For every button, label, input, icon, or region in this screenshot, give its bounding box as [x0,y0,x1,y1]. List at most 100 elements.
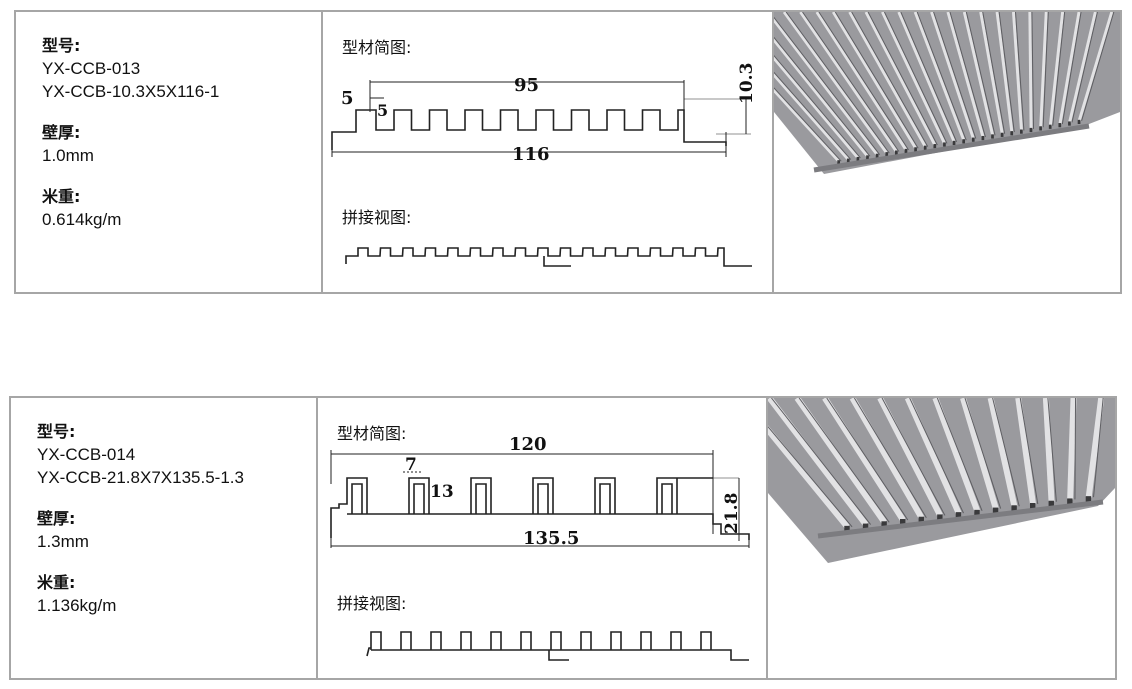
panel-rib [794,398,887,525]
product-table-2: 型号: YX-CCB-014 YX-CCB-21.8X7X135.5-1.3 壁… [9,396,1117,680]
panel-rib-shadow [1042,12,1049,128]
panel-rib-shadow [1074,398,1077,500]
profile-drawing-2: 120 7 13 135.5 21.8 [330,434,750,661]
panel-rib [799,12,898,153]
panel-rib [1058,12,1081,125]
panel-rib [1012,12,1023,131]
panel-rib-shadow [785,12,890,154]
splice-caption: 拼接视图: [337,594,407,613]
panel-rib [831,12,918,150]
panel-rib-shadow [834,12,919,149]
panel-rib-shadow [900,12,958,143]
panel-rib [822,398,906,522]
panel-rib-end [914,147,917,152]
panel-rib [774,37,869,158]
panel-rib [979,12,1004,134]
panel-rib-shadow [965,12,996,136]
weight-value: 1.136kg/m [37,596,117,615]
model-spec: YX-CCB-21.8X7X135.5-1.3 [37,468,244,487]
panel-rib-shadow [771,398,872,525]
weight-value: 0.614kg/m [42,210,122,229]
panel-rib [1067,398,1077,500]
panel-rib [913,12,966,141]
panel-rib-end [875,153,879,158]
model-code: YX-CCB-014 [37,445,136,464]
panel-rib-shadow [982,12,1006,134]
panel-rib [815,12,908,151]
panel-rib-shadow [883,12,948,144]
panel-rib-end [1048,124,1052,129]
panel-rib-end [1067,498,1073,507]
dim-gap: 13 [430,482,454,502]
panel-rib-end [992,507,999,516]
weight-label: 米重: [37,573,76,592]
panel-rib [946,12,985,138]
panel-rib-shadow [774,55,861,159]
panel-rib-shadow [964,398,1002,509]
divider [772,12,774,292]
panel-rib-end [991,134,994,139]
panel-photo [768,398,1115,563]
panel-rib-end [923,145,927,150]
panel-rib-shadow [774,16,881,156]
panel-rib [1077,12,1114,122]
panel-rib [987,398,1018,507]
profile-caption: 型材简图: [342,38,412,57]
panel-rib-end [1058,123,1062,128]
divider [766,398,768,678]
panel-rib [848,12,927,148]
panel-rib-shadow [851,12,929,147]
spec-info: 型号: YX-CCB-014 YX-CCB-21.8X7X135.5-1.3 壁… [37,420,244,617]
panel-rib-shadow [818,12,909,151]
panel-rib-end [918,516,924,526]
panel-rib-end [846,158,850,163]
product-photo-2 [768,398,1115,678]
panel-rib-end [1077,119,1081,125]
panel-rib [904,398,962,515]
panel-rib-end [974,509,980,519]
panel-rib-end [933,144,937,149]
panel-rib [1042,398,1055,502]
panel-rib [877,398,943,517]
panel-rib [864,12,937,146]
panel-rib [995,12,1014,133]
panel-rib-shadow [933,12,977,139]
panel-rib [1085,398,1105,498]
divider [321,12,323,292]
panel-rib-shadow [936,398,983,512]
panel-rib-shadow [774,36,871,157]
panel-rib-shadow [998,12,1015,133]
panel-rib-end [1048,500,1054,510]
panel-rib-shadow [798,398,890,523]
panel-rib-end [955,512,962,521]
panel-rib-shadow [1093,398,1104,498]
profile-outline [331,80,752,267]
panel-photo [774,12,1120,174]
panel-rib [782,12,889,154]
panel-rib-end [885,152,889,157]
panel-rib-end [904,148,908,154]
panel-rib [881,12,946,145]
panel-rib [768,398,869,527]
panel-rib-shadow [774,71,852,160]
panel-rib-end [943,142,946,147]
panel-rib [1028,12,1033,129]
panel-rib-end [856,156,860,162]
dim-total: 116 [512,144,550,165]
profile-outline [330,450,750,661]
panel-rib-end [1020,129,1023,134]
dim-top: 120 [509,434,547,455]
panel-rib-end [837,160,841,165]
panel-rib-shadow [1052,12,1066,126]
panel-rib-shadow [1071,12,1098,123]
model-spec: YX-CCB-10.3X5X116-1 [42,82,220,101]
panel-rib-shadow [992,398,1020,507]
panel-rib-shadow [768,426,853,528]
panel-rib-end [952,140,956,146]
dim-left-b: 5 [377,101,388,120]
panel-rib-shadow [1081,12,1115,121]
panel-rib-shadow [774,87,842,162]
panel-rib [1048,12,1065,126]
panel-rib [774,17,879,156]
panel-rib-end [862,523,869,532]
